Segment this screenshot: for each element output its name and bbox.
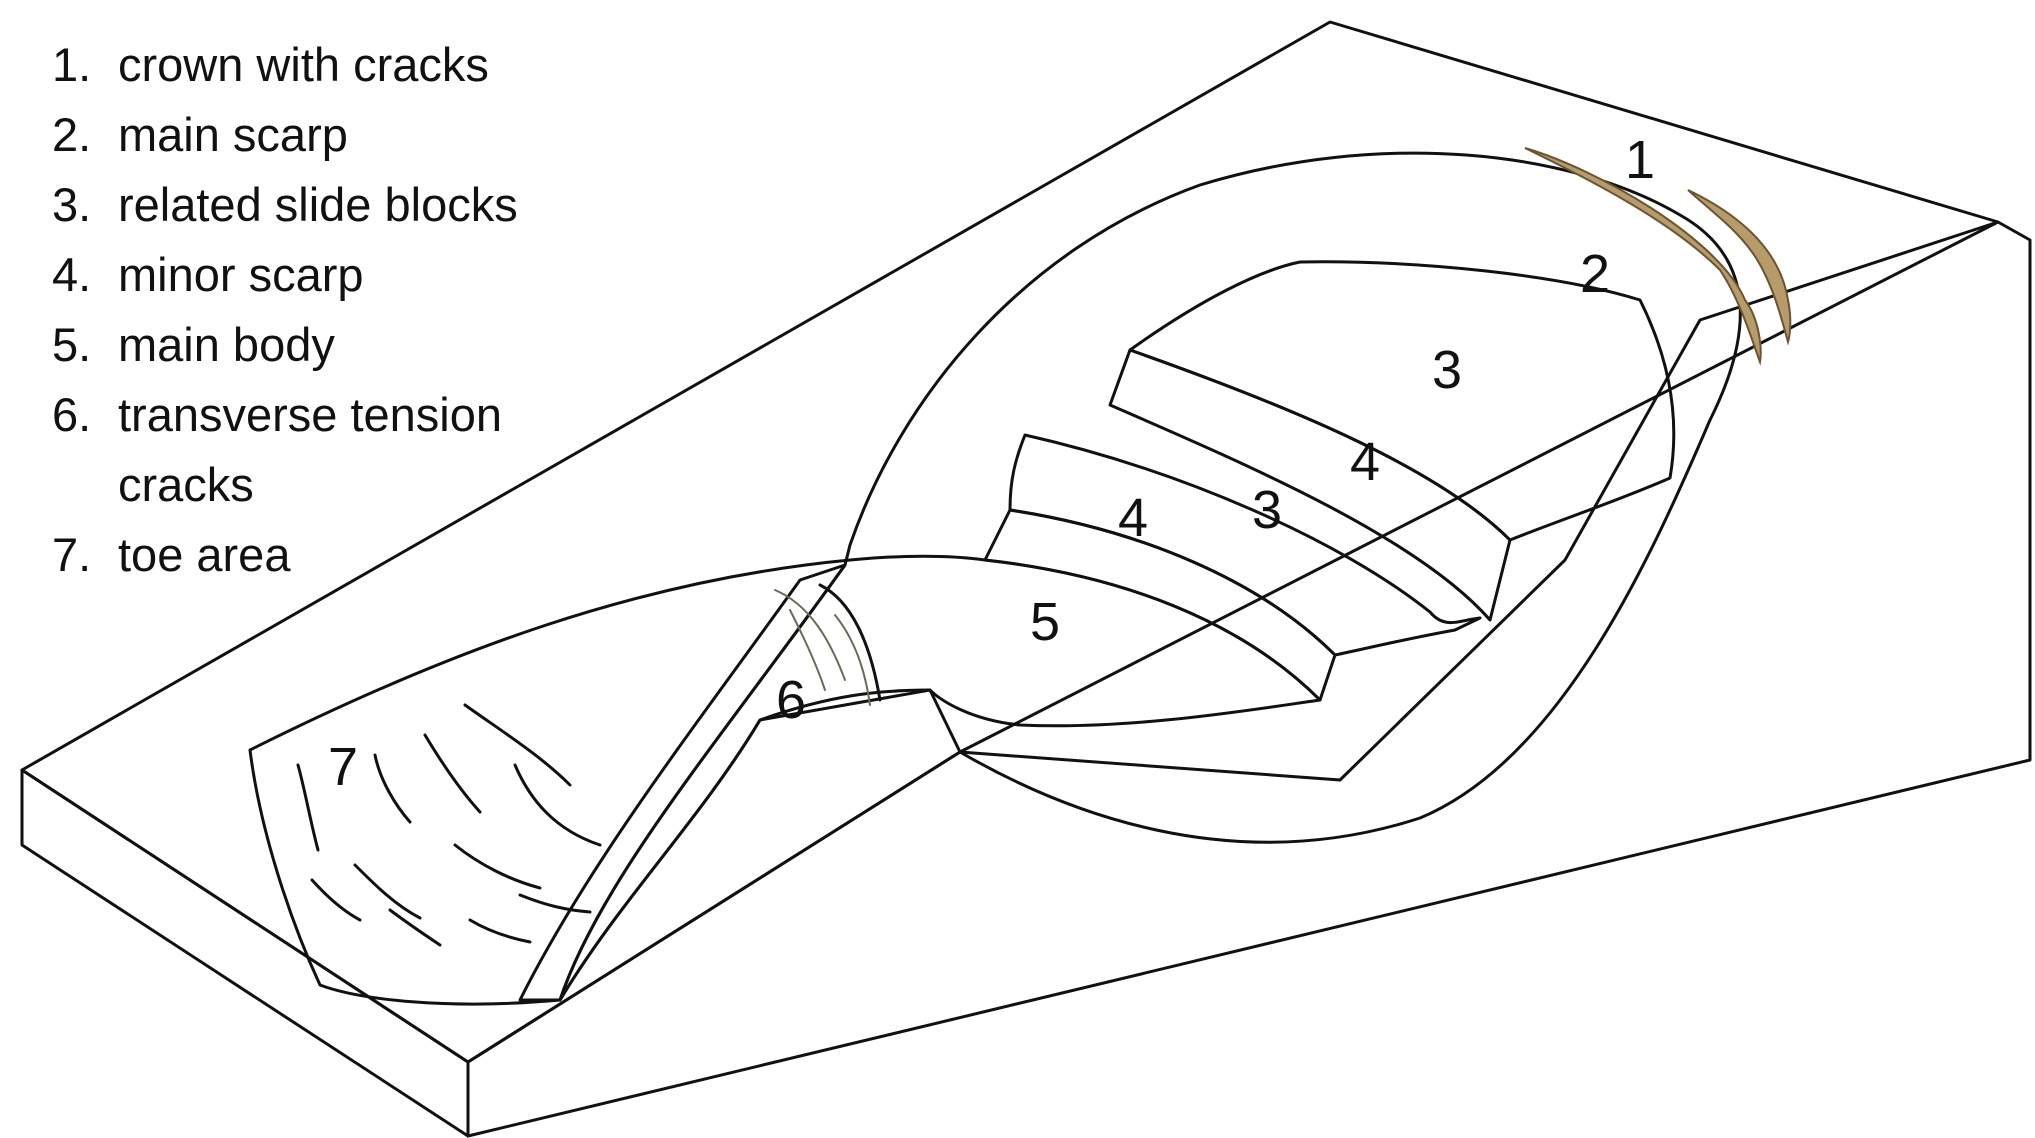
toe-crack: [353, 863, 422, 920]
marker-toe: 7: [328, 737, 358, 797]
toe-crack: [310, 878, 362, 922]
marker-upper-minor-scarp: 4: [1350, 432, 1380, 492]
toe-crack: [388, 908, 442, 947]
toe-crack: [518, 893, 592, 914]
legend: 1.crown with cracks 2.main scarp 3.relat…: [52, 30, 588, 590]
upper-minor-scarp: [1108, 348, 1512, 622]
toe-crack: [463, 703, 572, 787]
toe-crack: [468, 918, 532, 944]
legend-item: 4.minor scarp: [52, 240, 588, 310]
legend-item: 2.main scarp: [52, 100, 588, 170]
toe-crack: [513, 763, 602, 847]
marker-lower-minor-scarp: 4: [1118, 488, 1148, 548]
marker-main-body: 5: [1030, 592, 1060, 652]
legend-item: 6.transverse tension cracks: [52, 380, 588, 520]
legend-label: related slide blocks: [118, 178, 518, 231]
main-body: [248, 554, 1322, 1006]
tension-crack: [774, 589, 846, 681]
toe-crack: [423, 733, 482, 814]
tension-crack: [789, 609, 826, 691]
soil-side-face: [466, 220, 2032, 1138]
toe-crack: [453, 843, 542, 890]
legend-label: crown with cracks: [118, 38, 489, 91]
marker-main-scarp: 2: [1580, 244, 1610, 304]
legend-item: 1.crown with cracks: [52, 30, 588, 100]
crown-crack-2: [1687, 189, 1792, 346]
legend-item: 3.related slide blocks: [52, 170, 588, 240]
body-flank: [518, 563, 847, 1002]
legend-label: main scarp: [118, 108, 348, 161]
crown-crack-1: [1524, 147, 1762, 366]
marker-upper-block: 3: [1432, 340, 1462, 400]
tension-crack: [818, 583, 882, 702]
toe-crack: [296, 763, 320, 852]
marker-tension-cracks: 6: [776, 670, 806, 730]
legend-label: toe area: [118, 528, 291, 581]
legend-item: 7.toe area: [52, 520, 588, 590]
toe-crack: [373, 753, 412, 824]
slope-surface: [20, 20, 2000, 1064]
soil-front-face: [20, 768, 470, 1138]
marker-lower-block: 3: [1252, 480, 1282, 540]
legend-label: transverse tension cracks: [118, 388, 503, 511]
legend-label: main body: [118, 318, 335, 371]
legend-item: 5.main body: [52, 310, 588, 380]
tension-crack: [834, 614, 871, 706]
marker-crown: 1: [1625, 130, 1655, 190]
legend-label: minor scarp: [118, 248, 364, 301]
